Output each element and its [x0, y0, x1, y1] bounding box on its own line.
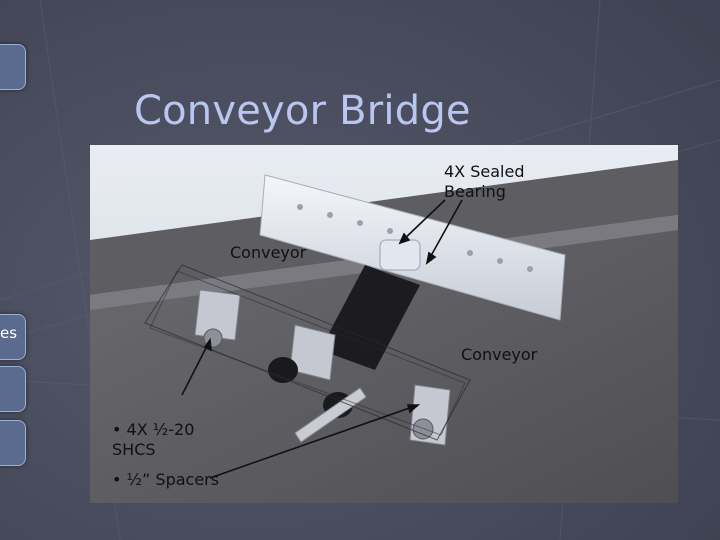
conveyor-bridge-render — [90, 145, 678, 503]
side-tab-3[interactable] — [0, 366, 26, 412]
side-tab-2[interactable] — [0, 314, 26, 360]
callout-sealed-bearing: 4X Sealed Bearing — [444, 162, 525, 201]
callout-shcs: • 4X ½-20 SHCS — [112, 420, 195, 459]
callout-conveyor-top: Conveyor — [230, 243, 307, 262]
slide-title: Conveyor Bridge — [134, 88, 471, 134]
side-tab-label: es — [0, 324, 18, 342]
callout-conveyor-right: Conveyor — [461, 345, 538, 364]
side-tab-4[interactable] — [0, 420, 26, 466]
side-tab-1[interactable] — [0, 44, 26, 90]
callout-spacers: • ½” Spacers — [112, 470, 220, 489]
